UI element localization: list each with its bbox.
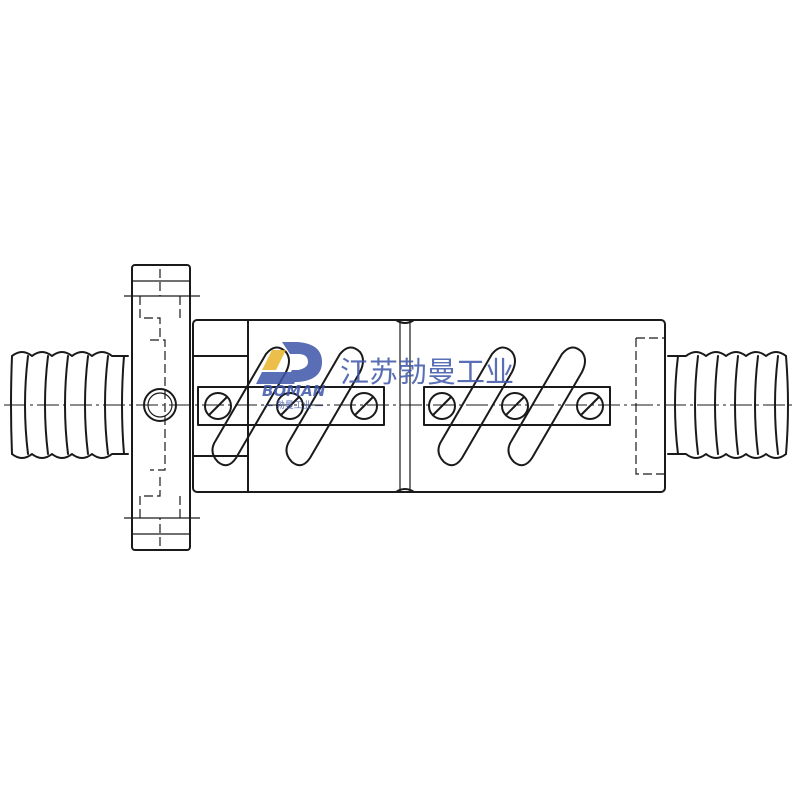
screw (204, 392, 232, 420)
nut-body (192, 319, 666, 493)
watermark-company-name: 江苏勃曼工业 (340, 355, 514, 389)
screw (428, 392, 456, 420)
screw (276, 392, 304, 420)
right-screw-shaft (667, 351, 789, 459)
oil-hole (143, 388, 177, 422)
watermark-brand-small: — 勃曼工业 — (264, 399, 324, 411)
watermark: BOMAN — 勃曼工业 — 江苏勃曼工业 (256, 342, 514, 411)
watermark-brand-latin: BOMAN (262, 382, 326, 400)
boman-logo-icon (256, 342, 322, 384)
screw (501, 392, 529, 420)
plate-screws (204, 392, 604, 420)
screw (576, 392, 604, 420)
screw (350, 392, 378, 420)
left-screw-shaft (10, 351, 129, 459)
retainer-plates (197, 386, 611, 426)
nut-flange (124, 264, 200, 551)
ball-return-tubes (211, 346, 586, 467)
